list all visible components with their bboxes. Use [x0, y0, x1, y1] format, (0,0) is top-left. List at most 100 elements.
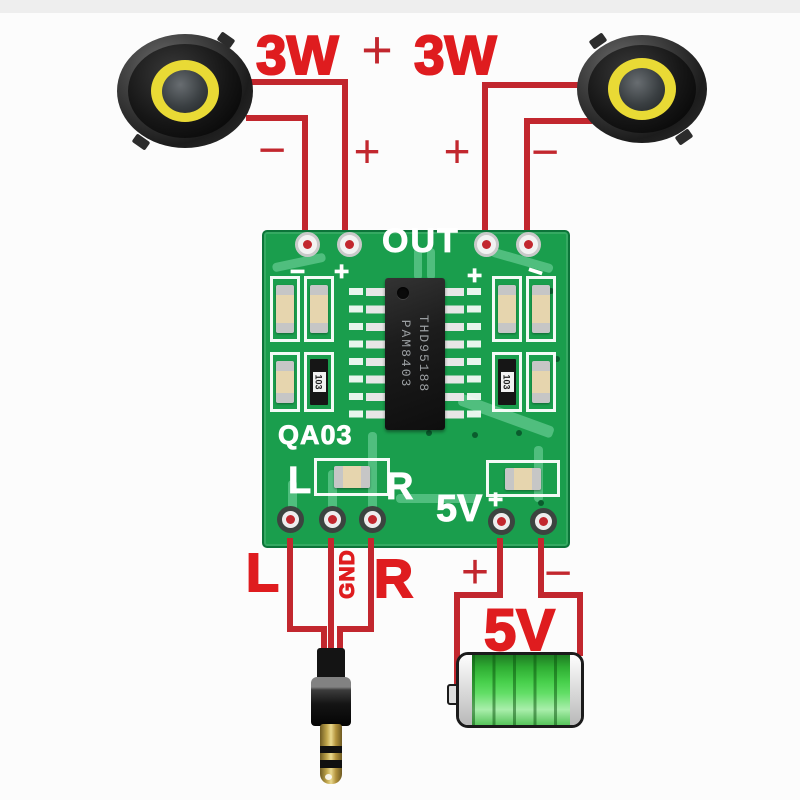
left-speaker	[117, 31, 253, 151]
pcb-via	[548, 288, 554, 294]
wire-power-plus-drop	[454, 592, 460, 692]
ic-marking: PAM8403 THD95188	[391, 279, 439, 429]
wire-right-speaker-plus-v	[482, 82, 488, 243]
plus-between-speakers: +	[361, 20, 393, 80]
ic-left-pads-silk	[349, 288, 363, 428]
resistor-code: 103	[502, 374, 512, 390]
pam8403-board: OUT − + + − PAM8403 THD95188 103	[262, 224, 570, 548]
pcb-via	[516, 430, 522, 436]
silk-5v-plus: +	[488, 484, 504, 514]
wire-input-ground-v	[328, 538, 334, 656]
wire-power-plus-h	[454, 592, 503, 598]
power-voltage-label: 5V	[483, 598, 556, 663]
left-wire-plus-mark: +	[353, 125, 381, 177]
pcb-trace	[396, 494, 480, 503]
wire-input-right-drop	[337, 626, 343, 656]
capacitor	[492, 276, 522, 342]
wire-left-speaker-plus-h	[238, 79, 348, 85]
wire-input-left-v	[287, 538, 293, 632]
pcb-trace	[414, 248, 422, 280]
pcb-trace	[427, 248, 435, 280]
power-plus-mark: +	[460, 546, 490, 599]
input-hole-right	[359, 506, 386, 533]
capacitor-body	[505, 467, 541, 490]
battery-left-cap	[459, 655, 472, 725]
input-hole-ground	[319, 506, 346, 533]
right-wire-plus-mark: +	[443, 125, 471, 177]
battery-right-cap	[570, 655, 581, 725]
wire-input-right-h	[337, 626, 374, 632]
capacitor	[486, 460, 560, 497]
ic-part-number: PAM8403	[398, 319, 414, 389]
pcb-via	[538, 500, 544, 506]
input-hole-left	[277, 506, 304, 533]
capacitor-body	[532, 285, 550, 333]
wire-power-minus-v	[538, 538, 544, 598]
silk-right-plus: +	[467, 260, 483, 290]
capacitor-body	[276, 361, 294, 403]
wire-stub	[345, 240, 354, 249]
capacitor	[304, 276, 334, 342]
power-hole-minus	[530, 508, 557, 535]
wire-right-speaker-minus-h	[526, 118, 592, 124]
battery-icon	[456, 652, 584, 728]
wire-left-speaker-plus-v	[342, 79, 348, 243]
resistor-body: 103	[310, 359, 328, 405]
board-left-channel-label: L	[288, 460, 312, 502]
audio-jack-plug	[320, 724, 342, 784]
board-model-label: QA03	[278, 420, 353, 450]
audio-jack-cable	[317, 648, 345, 680]
ic-right-pins	[445, 288, 464, 428]
board-right-channel-label: R	[386, 466, 414, 508]
silk-left-plus: +	[334, 256, 350, 286]
wire-stub	[497, 517, 506, 526]
wire-stub	[539, 517, 548, 526]
input-right-label: R	[373, 549, 414, 609]
capacitor	[314, 458, 390, 496]
wire-right-speaker-plus-h	[484, 82, 586, 88]
resistor: 103	[304, 352, 334, 412]
capacitor	[270, 276, 300, 342]
resistor-code: 103	[314, 374, 324, 390]
out-hole-left-plus	[337, 232, 362, 257]
pcb-via	[426, 430, 432, 436]
ic-left-pins	[366, 288, 385, 428]
wire-right-speaker-minus-v	[524, 118, 530, 243]
wire-input-left-drop	[321, 626, 327, 656]
capacitor	[526, 352, 556, 412]
input-left-label: L	[245, 543, 280, 603]
power-hole-plus	[488, 508, 515, 535]
resistor-body: 103	[498, 359, 516, 405]
capacitor	[270, 352, 300, 412]
ic-lot-code: THD95188	[416, 314, 432, 394]
wire-stub	[286, 515, 295, 524]
out-hole-left-minus	[295, 232, 320, 257]
audio-jack-barrel	[311, 677, 351, 726]
capacitor-body	[334, 466, 370, 488]
wire-left-speaker-minus-v	[302, 115, 308, 243]
speaker-cone	[619, 68, 665, 111]
wire-stub	[303, 240, 312, 249]
capacitor-body	[498, 285, 516, 333]
left-wire-minus-mark: −	[257, 124, 287, 177]
wire-stub	[368, 515, 377, 524]
audio-jack-insulator-ring	[320, 746, 342, 753]
wire-stub	[524, 240, 533, 249]
wire-stub	[328, 515, 337, 524]
out-hole-right-plus	[474, 232, 499, 257]
ic-pin1-dimple	[397, 287, 409, 299]
wire-power-minus-drop	[577, 592, 583, 656]
resistor: 103	[492, 352, 522, 412]
audio-jack-tip-highlight	[325, 774, 332, 780]
speaker-cone	[162, 70, 208, 113]
right-speaker	[577, 32, 707, 146]
wire-input-left-h	[287, 626, 327, 632]
board-5v-label: 5V	[436, 488, 483, 530]
battery-cells	[472, 655, 570, 725]
pcb-trace	[288, 480, 297, 520]
left-speaker-power-label: 3W	[255, 24, 339, 86]
photo-top-edge	[0, 0, 800, 13]
capacitor-body	[310, 285, 328, 333]
wire-input-right-v	[368, 538, 374, 632]
